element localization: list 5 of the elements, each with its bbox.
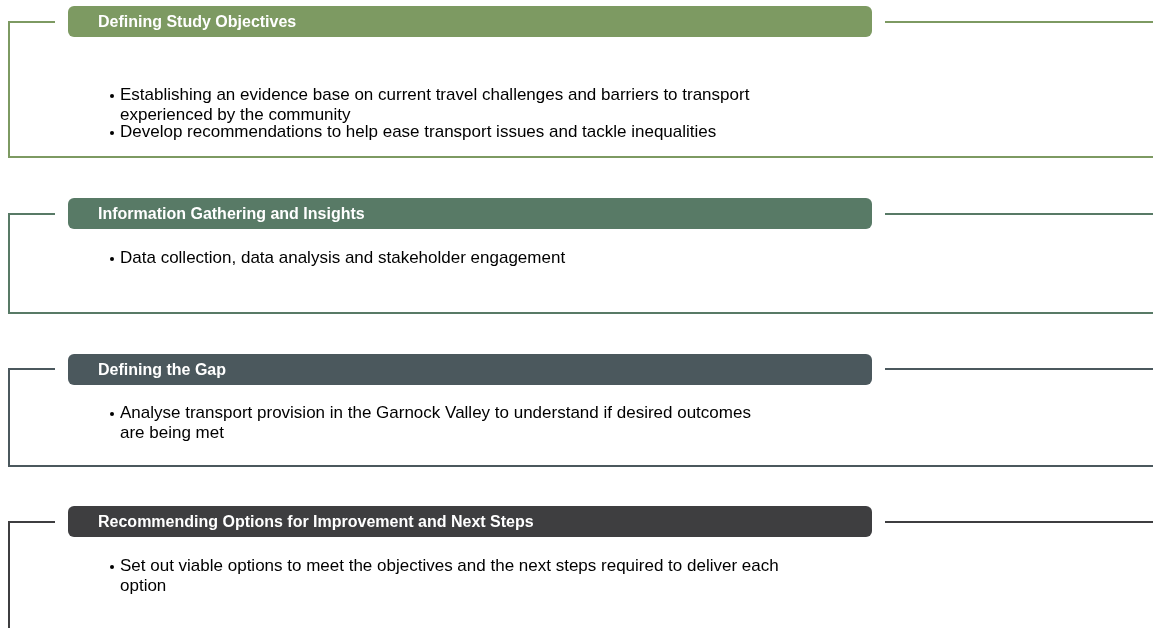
bullet-text: Analyse transport provision in the Garnock Valley to understand if desired outcomes are being met (110, 403, 780, 443)
bullet-text: Establishing an evidence base on current travel challenges and barriers to transport experienced by the community (110, 85, 780, 125)
bullet-text: Develop recommendations to help ease transport issues and tackle inequalities (110, 122, 1100, 142)
bullet-text: Data collection, data analysis and stakeholder engagement (110, 248, 1100, 268)
bullet-text: Set out viable options to meet the objectives and the next steps required to deliver each option (110, 556, 780, 596)
